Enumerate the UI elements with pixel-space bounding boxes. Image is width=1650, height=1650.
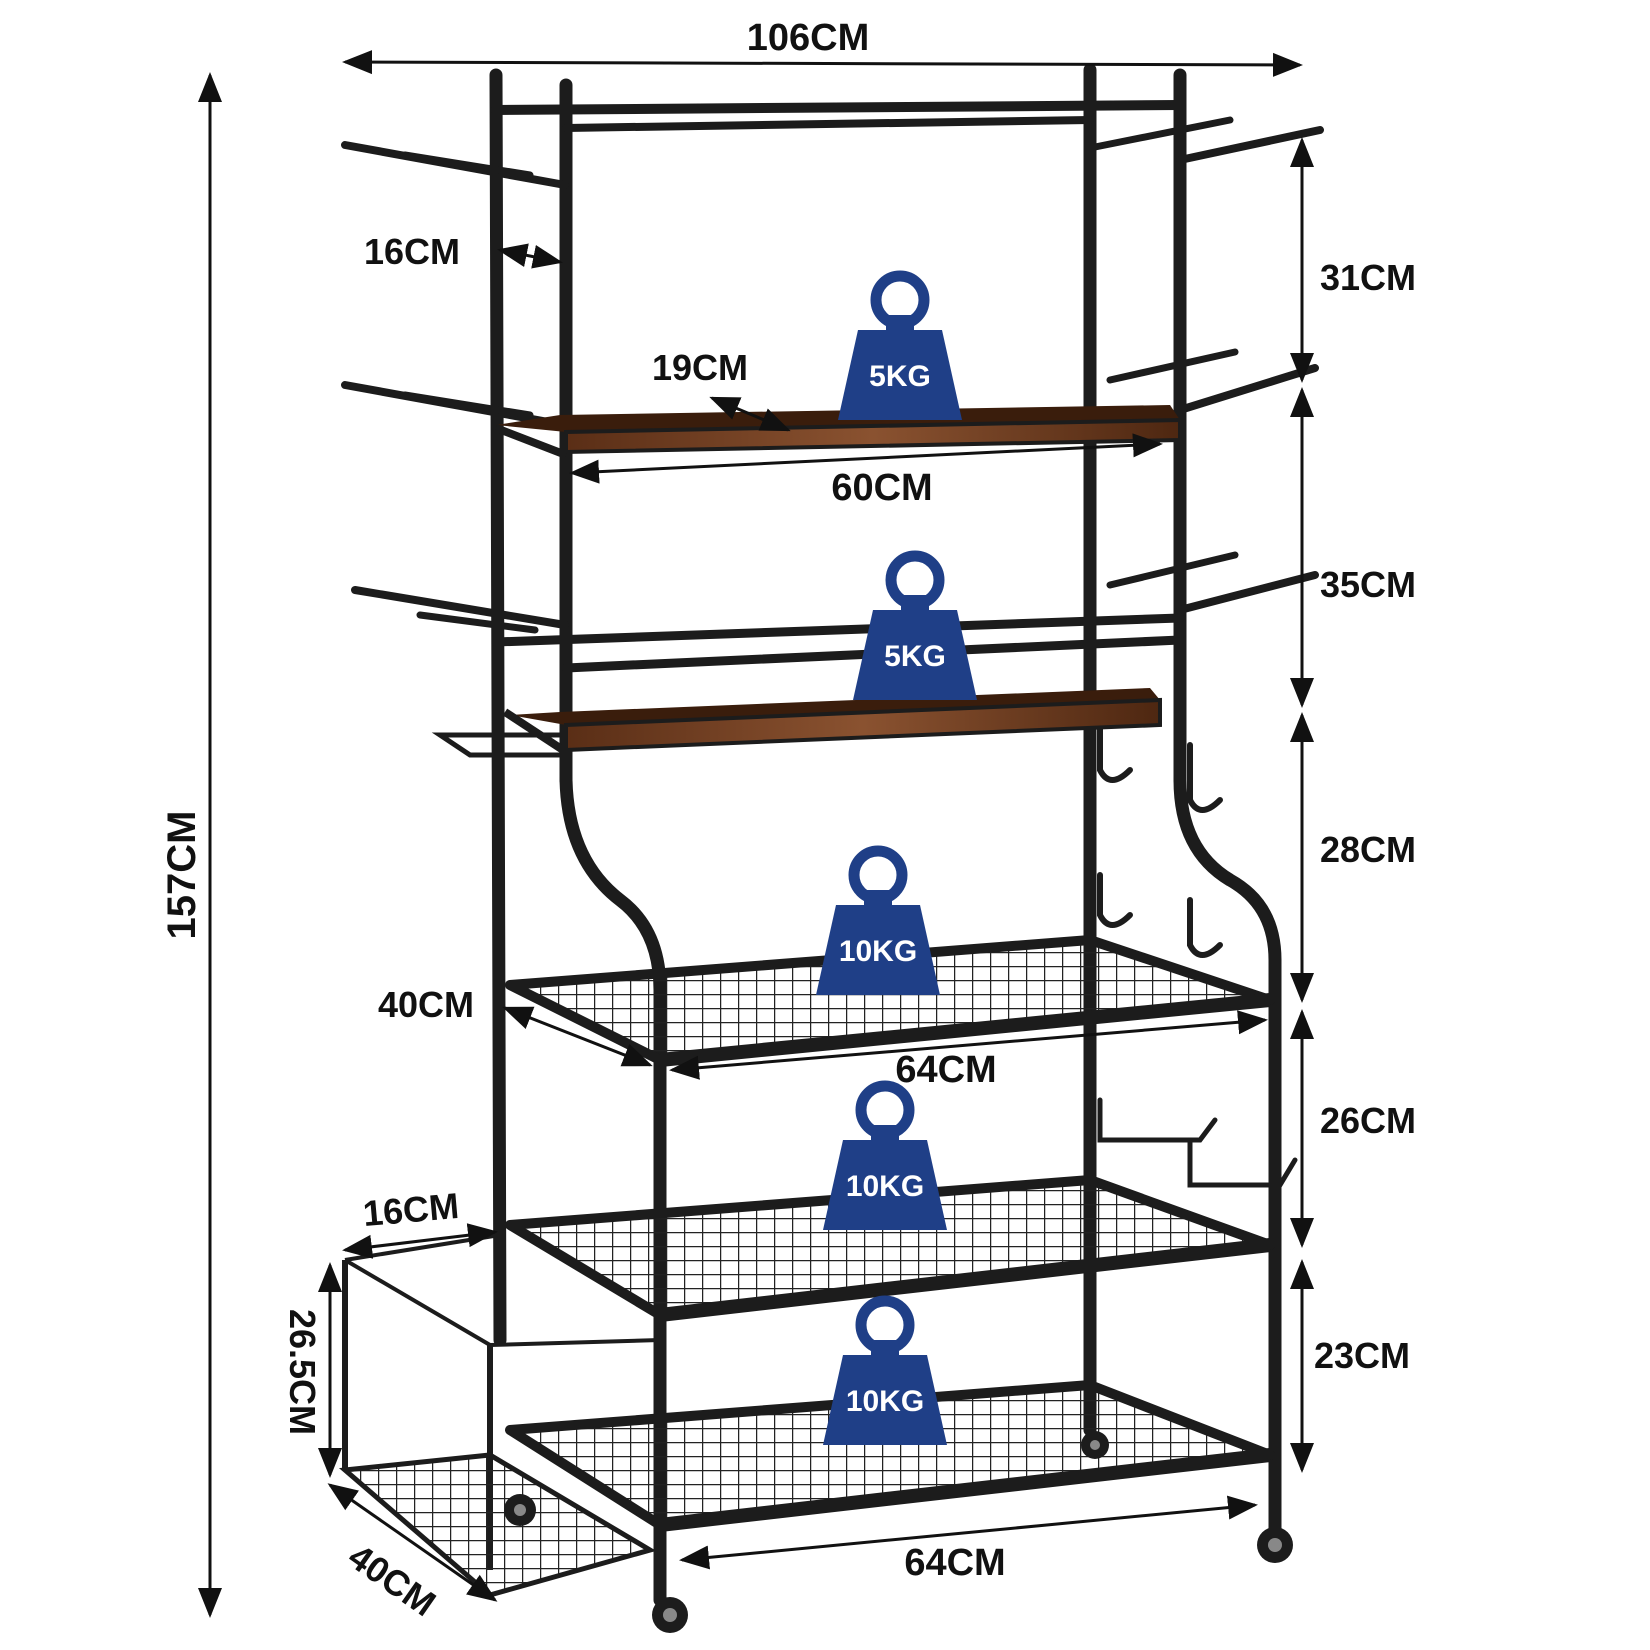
gap-label-2: 35CM (1320, 564, 1416, 605)
casters (504, 1431, 1293, 1633)
weight-badge-2: 5KG (853, 550, 977, 700)
shelf-width-arrow (569, 433, 1163, 484)
hook-spacing-label: 16CM (364, 231, 460, 272)
basket-width-label: 16CM (361, 1185, 460, 1234)
weight-label-3: 10KG (839, 935, 917, 968)
weight-badge-5: 10KG (823, 1295, 947, 1445)
weight-label-5: 10KG (846, 1385, 924, 1418)
mesh-width-mid-label: 64CM (895, 1049, 996, 1091)
weight-badge-3: 10KG (816, 845, 940, 995)
weight-badge-4: 10KG (823, 1080, 947, 1230)
weight-label-2: 5KG (884, 640, 946, 673)
wood-shelf-middle (502, 688, 1162, 756)
gap-label-3: 28CM (1320, 829, 1416, 870)
basket-width-arrow (342, 1223, 498, 1259)
weight-icon (823, 1295, 947, 1445)
basket-depth-arrow (327, 1483, 498, 1602)
overall-width-label: 106CM (747, 17, 870, 59)
overall-width-arrow (342, 50, 1303, 77)
hook-spacing-arrow (497, 243, 563, 269)
mesh-width-bottom-label: 64CM (904, 1542, 1005, 1584)
weight-label-4: 10KG (846, 1170, 924, 1203)
basket-height-label: 26.5CM (282, 1309, 323, 1435)
mesh-width-mid-arrow (669, 1010, 1268, 1080)
mesh-width-bottom-arrow (679, 1495, 1258, 1570)
shelf-depth-arrow (709, 396, 791, 432)
gap-label-5: 23CM (1314, 1335, 1410, 1376)
gap-label-4: 26CM (1320, 1100, 1416, 1141)
shelf-frame (341, 63, 1324, 1607)
mesh-depth-label: 40CM (378, 984, 474, 1025)
weight-icon (816, 845, 940, 995)
overall-height-label: 157CM (160, 811, 204, 940)
weight-badge-1: 5KG (838, 270, 962, 420)
weight-icon (838, 270, 962, 420)
shelf-depth-label: 19CM (652, 347, 748, 388)
weight-icon (853, 550, 977, 700)
weight-icon (823, 1080, 947, 1230)
weight-label-1: 5KG (869, 360, 931, 393)
mesh-depth-arrow (502, 1006, 653, 1067)
shelf-width-label: 60CM (831, 467, 932, 509)
mesh-shelf-lower (505, 1175, 1275, 1322)
basket-depth-label: 40CM (341, 1535, 443, 1624)
gap-label-1: 31CM (1320, 257, 1416, 298)
